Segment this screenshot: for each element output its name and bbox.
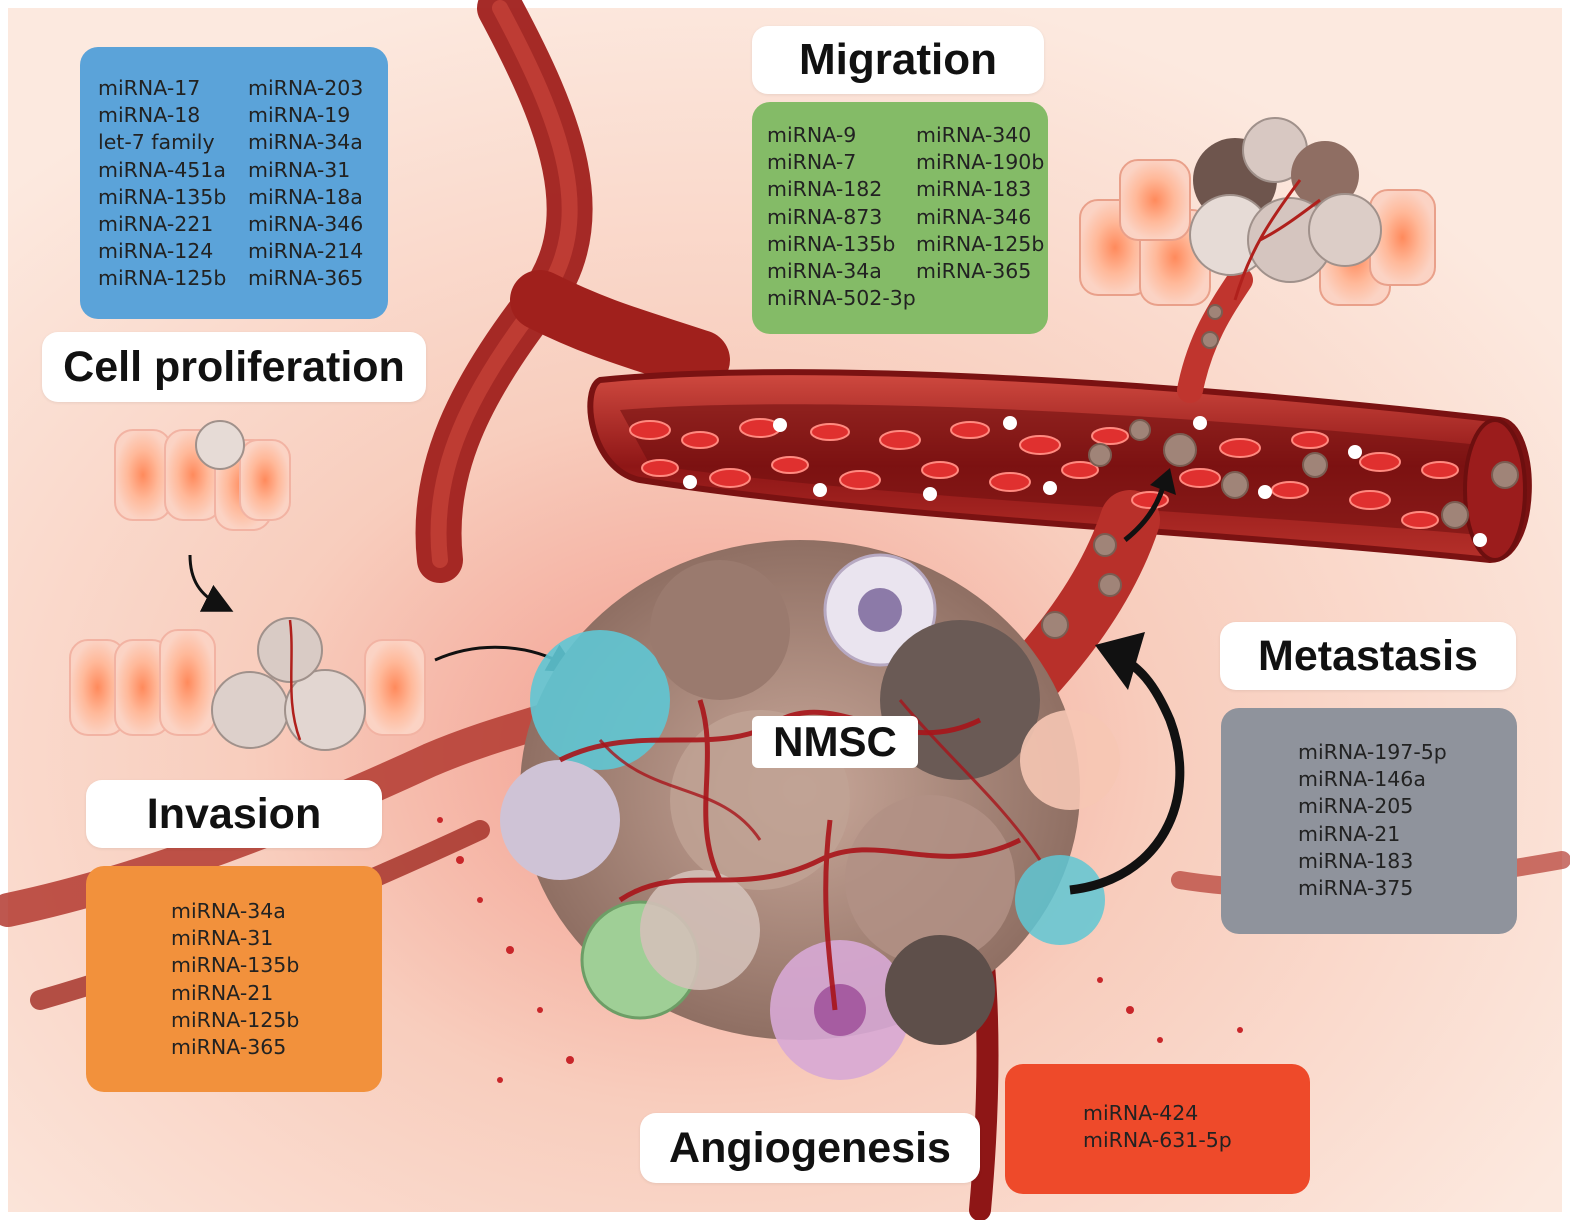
mirna-item: let-7 family <box>98 130 215 155</box>
proliferation-mirna-col2: miRNA-203 miRNA-19 miRNA-34a miRNA-31 mi… <box>248 75 363 293</box>
mirna-item: miRNA-182 <box>767 177 883 202</box>
mirna-item: miRNA-502-3p <box>767 286 916 311</box>
mirna-item: miRNA-9 <box>767 123 857 147</box>
migration-title: Migration <box>752 26 1044 94</box>
migration-mirna-box: miRNA-9 miRNA-7 miRNA-182 miRNA-873 miRN… <box>752 102 1048 334</box>
mirna-item: miRNA-21 <box>1298 821 1401 846</box>
mirna-item: miRNA-124 <box>98 239 214 264</box>
angiogenesis-mirna-box: miRNA-424 miRNA-631-5p <box>1005 1064 1310 1194</box>
white-blood-cells <box>683 416 1487 547</box>
mirna-item: miRNA-125b <box>916 231 1045 256</box>
mirna-item: miRNA-135b <box>171 953 300 978</box>
metastasis-mirna-box: miRNA-197-5p miRNA-146a miRNA-205 miRNA-… <box>1221 708 1517 934</box>
migration-mirna-col1: miRNA-9 miRNA-7 miRNA-182 miRNA-873 miRN… <box>767 122 916 312</box>
mirna-item: miRNA-135b <box>767 231 896 256</box>
tumor-mass <box>500 540 1120 1080</box>
mirna-item: miRNA-125b <box>98 266 227 291</box>
mirna-item: miRNA-125b <box>171 1007 300 1032</box>
proliferation-mirna-col1: miRNA-17 miRNA-18 let-7 family miRNA-451… <box>98 75 226 293</box>
mirna-item: miRNA-365 <box>171 1035 287 1060</box>
mirna-item: miRNA-346 <box>248 212 364 237</box>
mirna-item: miRNA-346 <box>916 204 1032 229</box>
mirna-item: miRNA-203 <box>248 76 364 100</box>
mirna-item: miRNA-18a <box>248 184 363 209</box>
mirna-item: miRNA-34a <box>248 130 363 155</box>
invasion-mirna-list: miRNA-34a miRNA-31 miRNA-135b miRNA-21 m… <box>171 898 299 1061</box>
mirna-item: miRNA-365 <box>916 259 1032 284</box>
metastasis-title: Metastasis <box>1220 622 1516 690</box>
proliferation-mirna-box: miRNA-17 miRNA-18 let-7 family miRNA-451… <box>80 47 388 319</box>
mirna-item: miRNA-873 <box>767 204 883 229</box>
mirna-item: miRNA-183 <box>1298 848 1414 873</box>
migration-mirna-col2: miRNA-340 miRNA-190b miRNA-183 miRNA-346… <box>916 122 1044 285</box>
arrow-proliferation-to-invasion <box>188 554 234 612</box>
invading-epithelium <box>69 617 426 751</box>
red-blood-cells <box>629 418 1459 529</box>
mirna-item: miRNA-7 <box>767 150 857 175</box>
mirna-item: miRNA-424 <box>1083 1101 1199 1125</box>
arrow-metastasis <box>1069 647 1185 895</box>
mirna-item: miRNA-365 <box>248 266 364 291</box>
mirna-item: miRNA-146a <box>1298 767 1426 792</box>
metastasis-mirna-list: miRNA-197-5p miRNA-146a miRNA-205 miRNA-… <box>1298 739 1447 902</box>
mirna-item: miRNA-631-5p <box>1083 1128 1232 1153</box>
angiogenesis-title: Angiogenesis <box>640 1113 980 1183</box>
mirna-item: miRNA-451a <box>98 157 226 182</box>
mirna-item: miRNA-21 <box>171 980 274 1005</box>
mirna-item: miRNA-214 <box>248 239 364 264</box>
mirna-item: miRNA-17 <box>98 76 201 100</box>
mirna-item: miRNA-190b <box>916 150 1045 175</box>
mirna-item: miRNA-197-5p <box>1298 740 1447 764</box>
mirna-item: miRNA-135b <box>98 184 227 209</box>
metastatic-tissue <box>1079 117 1436 306</box>
mirna-item: miRNA-340 <box>916 123 1032 147</box>
circulating-tumor-cells <box>1041 304 1519 639</box>
mirna-item: miRNA-34a <box>767 259 882 284</box>
invasion-mirna-box: miRNA-34a miRNA-31 miRNA-135b miRNA-21 m… <box>86 866 382 1092</box>
healthy-epithelium-top <box>114 420 291 531</box>
mirna-item: miRNA-34a <box>171 899 286 923</box>
mirna-item: miRNA-18 <box>98 103 201 128</box>
invasion-title: Invasion <box>86 780 382 848</box>
mirna-item: miRNA-205 <box>1298 794 1414 819</box>
mirna-item: miRNA-31 <box>248 157 351 182</box>
mirna-item: miRNA-19 <box>248 103 351 128</box>
mirna-item: miRNA-31 <box>171 926 274 951</box>
mirna-item: miRNA-183 <box>916 177 1032 202</box>
mirna-item: miRNA-221 <box>98 212 214 237</box>
proliferation-title: Cell proliferation <box>42 332 426 402</box>
nmsc-label: NMSC <box>752 716 918 768</box>
angiogenesis-mirna-list: miRNA-424 miRNA-631-5p <box>1083 1100 1232 1154</box>
mirna-item: miRNA-375 <box>1298 876 1414 901</box>
